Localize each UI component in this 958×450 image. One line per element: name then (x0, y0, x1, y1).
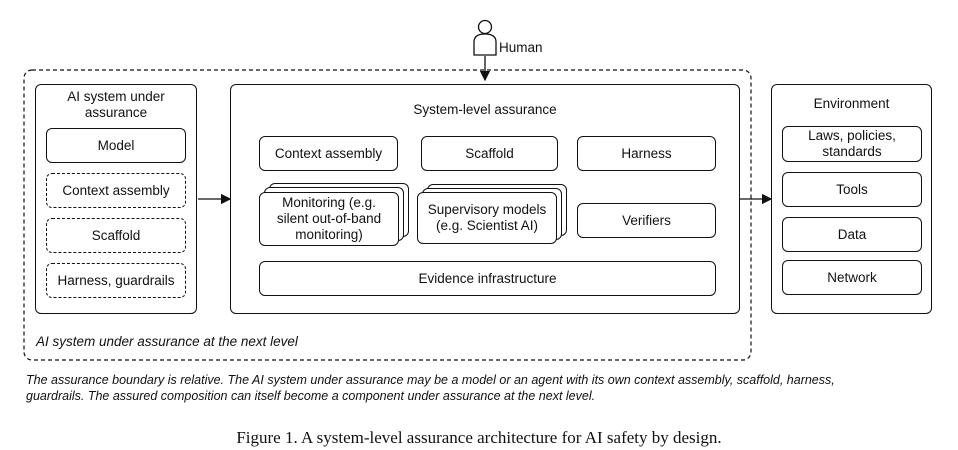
human-icon (473, 19, 497, 56)
laws-policies-box: Laws, policies, standards (782, 126, 922, 162)
next-level-boundary (23, 69, 752, 361)
scaffold-dashed-box: Scaffold (46, 218, 186, 253)
system-level-assurance-title: System-level assurance (413, 102, 557, 117)
network-box: Network (782, 260, 922, 295)
boundary-note: The assurance boundary is relative. The … (26, 373, 835, 403)
monitoring-stack: Monitoring (e.g. silent out-of-band moni… (259, 183, 409, 246)
supervisory-models-box: Supervisory models (e.g. Scientist AI) (417, 192, 557, 244)
supervisory-models-stack: Supervisory models (e.g. Scientist AI) (417, 184, 567, 244)
assurance-harness-box: Harness (577, 136, 716, 171)
verifiers-box: Verifiers (577, 203, 716, 238)
next-level-label: AI system under assurance at the next le… (36, 334, 298, 349)
tools-box: Tools (782, 172, 922, 207)
data-box: Data (782, 217, 922, 252)
harness-guardrails-dashed-box: Harness, guardrails (46, 263, 186, 298)
evidence-infrastructure-box: Evidence infrastructure (259, 261, 716, 296)
context-assembly-dashed-box: Context assembly (46, 173, 186, 208)
assurance-scaffold-box: Scaffold (421, 136, 558, 171)
environment-title: Environment (813, 96, 890, 111)
figure-caption: Figure 1. A system-level assurance archi… (236, 428, 722, 447)
ai-system-title: AI system under assurance (67, 89, 165, 120)
model-box: Model (46, 128, 186, 163)
monitoring-box: Monitoring (e.g. silent out-of-band moni… (259, 192, 399, 246)
human-label: Human (499, 40, 543, 55)
assurance-context-assembly-box: Context assembly (259, 136, 398, 171)
